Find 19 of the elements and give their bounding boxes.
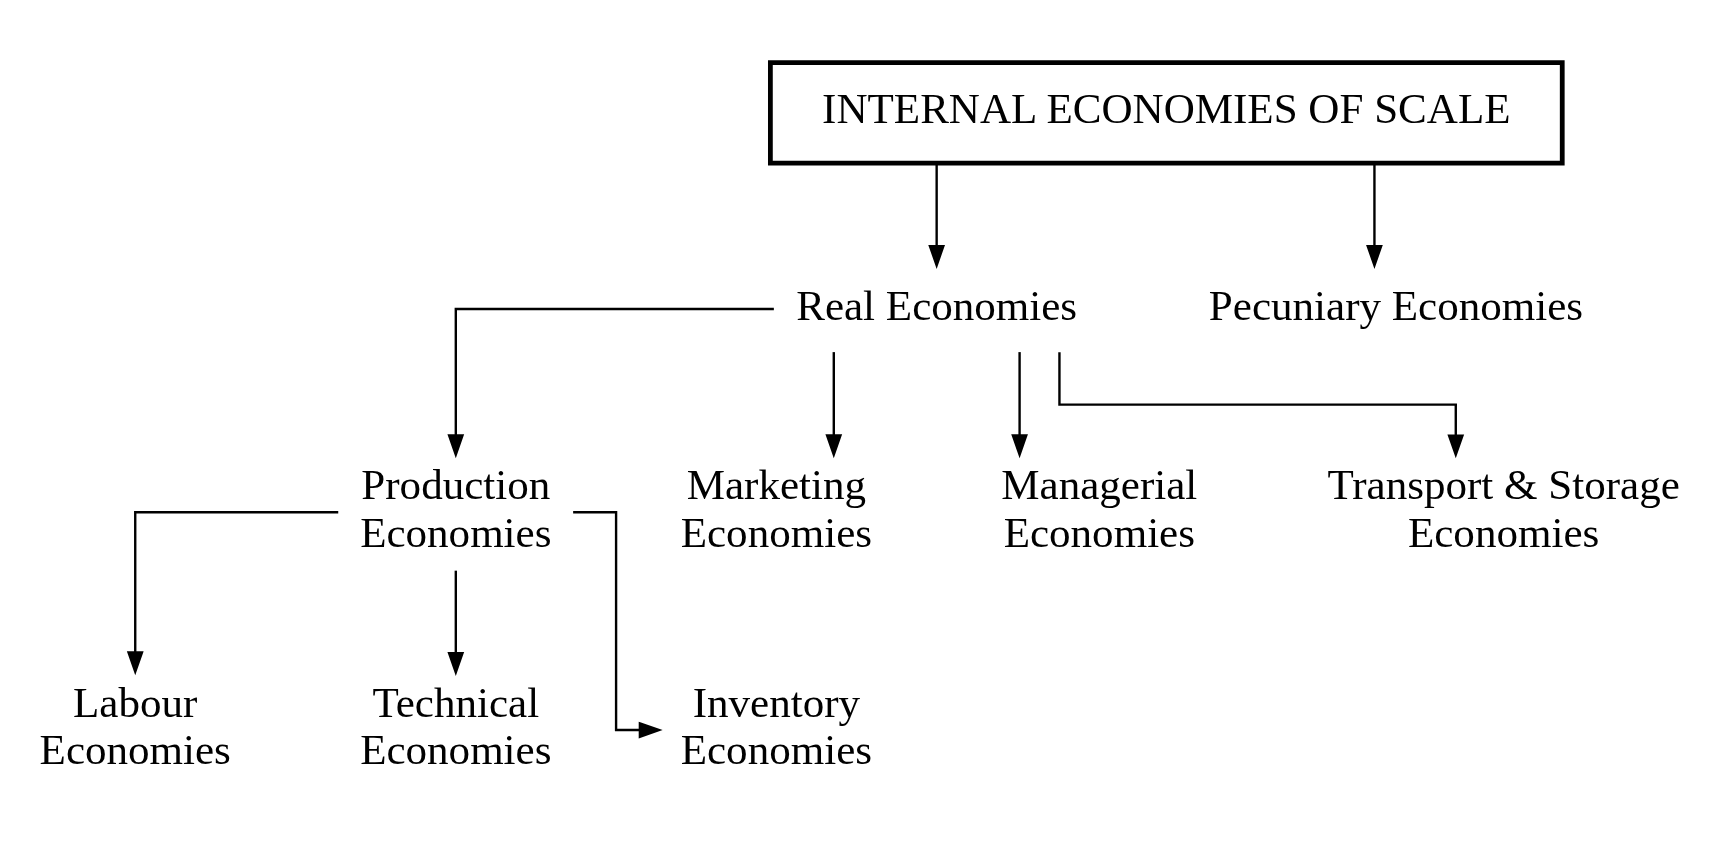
arrow bbox=[126, 510, 339, 675]
arrow bbox=[1011, 351, 1028, 458]
arrow bbox=[447, 570, 465, 676]
node-text: Technical Economies bbox=[360, 678, 552, 773]
node-text: Marketing Economies bbox=[680, 460, 873, 556]
node-text: Transport & Storage Economies bbox=[1327, 460, 1680, 556]
arrow bbox=[1058, 351, 1465, 458]
arrow bbox=[573, 510, 663, 738]
node-text: Managerial Economies bbox=[1001, 460, 1198, 556]
node-text: Inventory Economies bbox=[680, 678, 873, 773]
arrow bbox=[928, 162, 946, 269]
node-text: Pecuniary Economies bbox=[1208, 281, 1584, 328]
arrow bbox=[825, 351, 843, 458]
arrow bbox=[1366, 162, 1383, 269]
node-text: Labour Economies bbox=[39, 678, 231, 773]
arrow bbox=[447, 307, 774, 458]
node-box: INTERNAL ECONOMIES OF SCALE bbox=[768, 59, 1565, 165]
node-text: Real Economies bbox=[796, 281, 1078, 328]
node-text: Production Economies bbox=[360, 460, 552, 556]
